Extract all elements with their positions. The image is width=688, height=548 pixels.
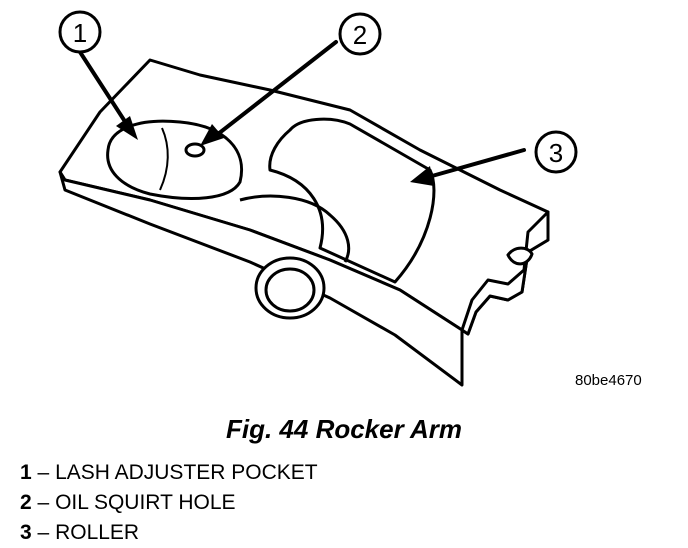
leader-line-2: [216, 40, 338, 136]
leader-arrowhead-2: [200, 124, 224, 146]
leader-line-1: [78, 50, 126, 122]
legend-label: LASH ADJUSTER POCKET: [55, 461, 318, 484]
leader-arrowhead-1: [116, 116, 138, 140]
legend-item: 3 – ROLLER: [20, 518, 318, 548]
legend-number: 3: [20, 521, 32, 544]
legend-item: 2 – OIL SQUIRT HOLE: [20, 488, 318, 518]
leader-line-3: [430, 148, 526, 178]
leader-arrowhead-3: [410, 166, 434, 186]
callout-legend: 1 – LASH ADJUSTER POCKET 2 – OIL SQUIRT …: [20, 458, 318, 548]
legend-label: OIL SQUIRT HOLE: [55, 491, 236, 514]
legend-number: 1: [20, 461, 32, 484]
rocker-arm-body-end: [460, 210, 550, 336]
legend-separator: –: [37, 461, 50, 484]
callout-circle-1: [58, 10, 102, 54]
roller: [239, 117, 436, 284]
oil-squirt-hole: [184, 142, 206, 158]
legend-item: 1 – LASH ADJUSTER POCKET: [20, 458, 318, 488]
legend-separator: –: [37, 491, 50, 514]
callout-circle-2: [338, 12, 382, 56]
callout-number-1: 1: [73, 18, 87, 48]
end-notch: [506, 246, 534, 266]
figure-caption: Fig. 44 Rocker Arm: [225, 414, 462, 444]
legend-label: ROLLER: [55, 521, 140, 544]
pivot-bore: [254, 256, 326, 320]
callout-number-2: 2: [353, 20, 367, 50]
callout-number-3: 3: [549, 138, 563, 168]
figure-code: 80be4670: [575, 372, 642, 389]
legend-separator: –: [37, 521, 50, 544]
rocker-arm-illustration: 1 2 3: [58, 10, 578, 387]
callout-circle-3: [534, 130, 578, 174]
rocker-arm-body-side: [58, 170, 464, 387]
legend-number: 2: [20, 491, 32, 514]
